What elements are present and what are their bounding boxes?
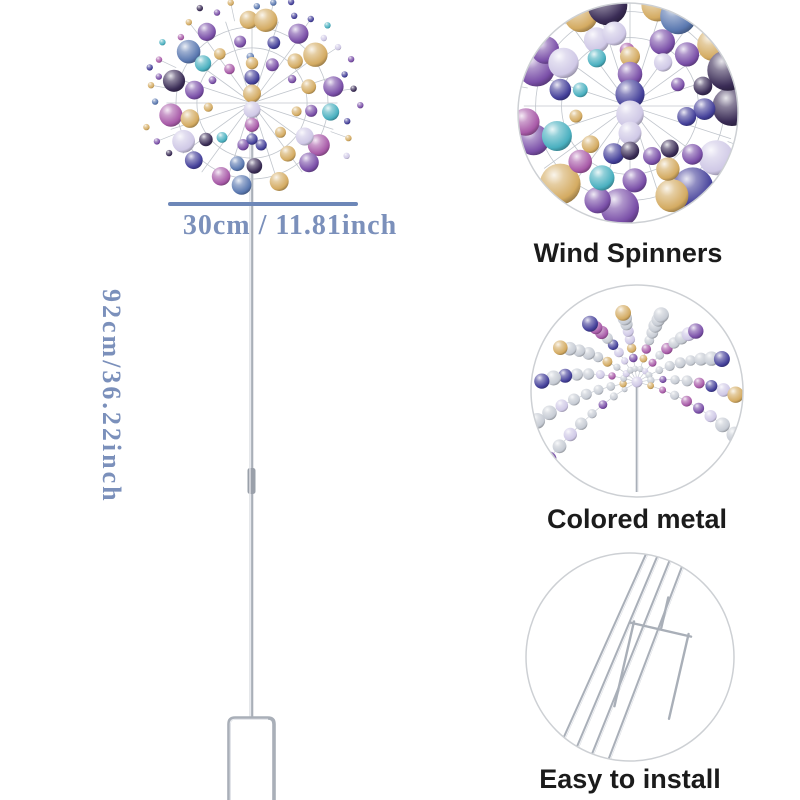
width-dimension-label: 30cm / 11.81inch xyxy=(182,210,398,241)
height-dimension-label: 92cm/36.22inch xyxy=(97,288,126,504)
feature-label-wind-spinners: Wind Spinners xyxy=(533,238,723,268)
width-dimension-line xyxy=(168,202,358,206)
feature-label-easy-install: Easy to install xyxy=(539,764,721,794)
feature-label-colored-metal: Colored metal xyxy=(546,504,728,534)
